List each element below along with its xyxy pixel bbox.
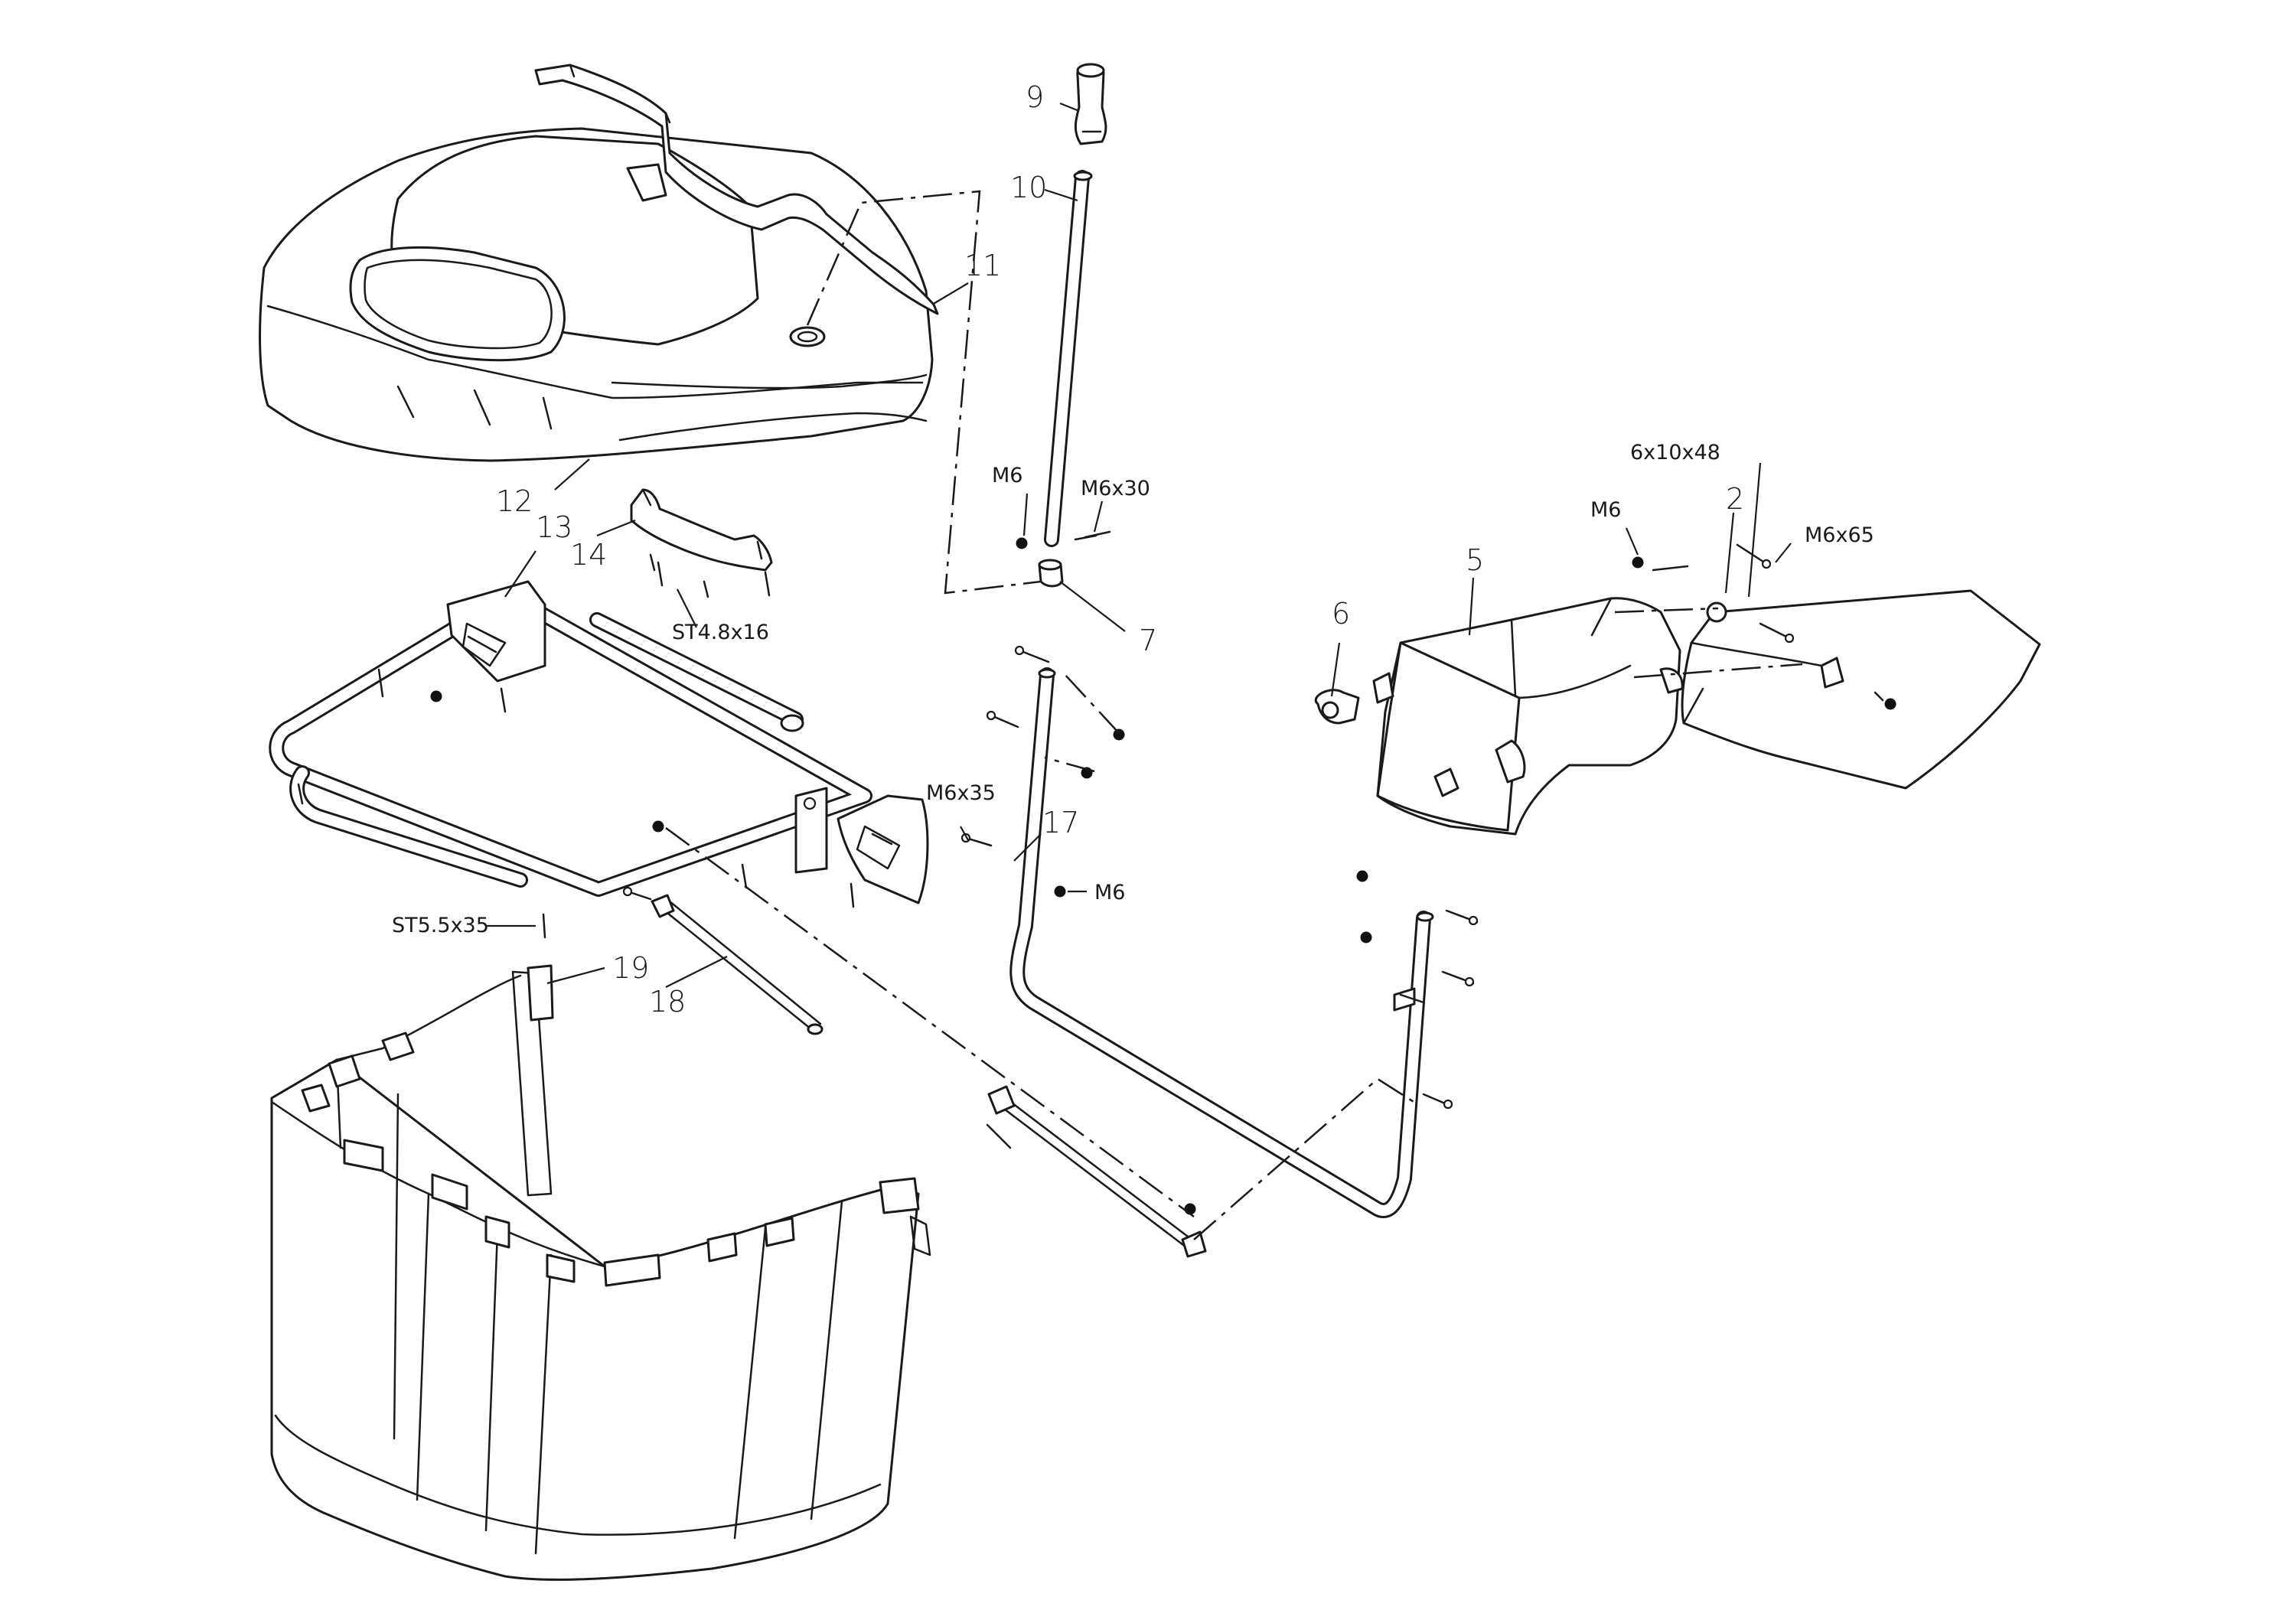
bushing-part-7	[1038, 559, 1064, 588]
lever-rod-part-10	[1044, 170, 1093, 547]
hardware-label-m6x30: M6x30	[1081, 477, 1150, 500]
hardware-label-m6x35: M6x35	[926, 781, 996, 805]
hardware-nuts	[430, 537, 1896, 1215]
callout-9: 9	[1026, 80, 1044, 114]
discharge-chute-part-5	[1372, 597, 1681, 836]
hardware-label-st5-5x35: ST5.5x35	[392, 914, 489, 937]
leader-lines	[486, 102, 1792, 988]
clip-bracket-part-14	[630, 488, 773, 572]
hardware-label-m6-right: M6	[1590, 498, 1621, 522]
callout-12: 12	[496, 484, 533, 518]
grass-bag-part-19	[270, 964, 931, 1581]
callout-6: 6	[1332, 597, 1350, 631]
hardware-label-m6-upper: M6	[992, 464, 1022, 487]
handle-knob-part-9	[1074, 63, 1107, 145]
callout-10: 10	[1010, 171, 1047, 204]
frame-part-13	[269, 580, 929, 904]
hardware-bolts	[297, 530, 1884, 1149]
assembly-lines	[665, 190, 1803, 1240]
knob-part-6	[1314, 689, 1360, 725]
callout-5: 5	[1466, 543, 1484, 577]
cover-plate-part-11	[534, 64, 939, 315]
callout-17: 17	[1042, 806, 1079, 839]
callout-19: 19	[612, 951, 649, 985]
lift-arm-part-17	[1009, 667, 1434, 1218]
callout-7: 7	[1139, 624, 1157, 657]
hardware-label-6x10x48: 6x10x48	[1630, 441, 1720, 464]
callout-11: 11	[964, 249, 1001, 282]
hardware-label-st4-8x16: ST4.8x16	[672, 621, 769, 644]
gas-strut-part-18	[651, 894, 823, 1035]
callout-14: 14	[570, 538, 607, 572]
callout-18: 18	[649, 985, 686, 1018]
callout-13: 13	[536, 510, 572, 544]
link-rod	[987, 1085, 1207, 1258]
hardware-label-m6-middle: M6	[1094, 881, 1125, 904]
callout-labels: 9 10 11 12 13 14 7 6 5 2 17 19 18	[496, 80, 1744, 1018]
hardware-label-m6x65: M6x65	[1805, 523, 1874, 547]
top-cover-part-12	[259, 127, 934, 462]
deflector-part-2	[1659, 589, 2041, 790]
callout-2: 2	[1726, 482, 1744, 516]
hardware-labels: M6 M6x30 ST4.8x16 M6x35 M6 ST5.5x35 M6 6…	[392, 441, 1874, 937]
